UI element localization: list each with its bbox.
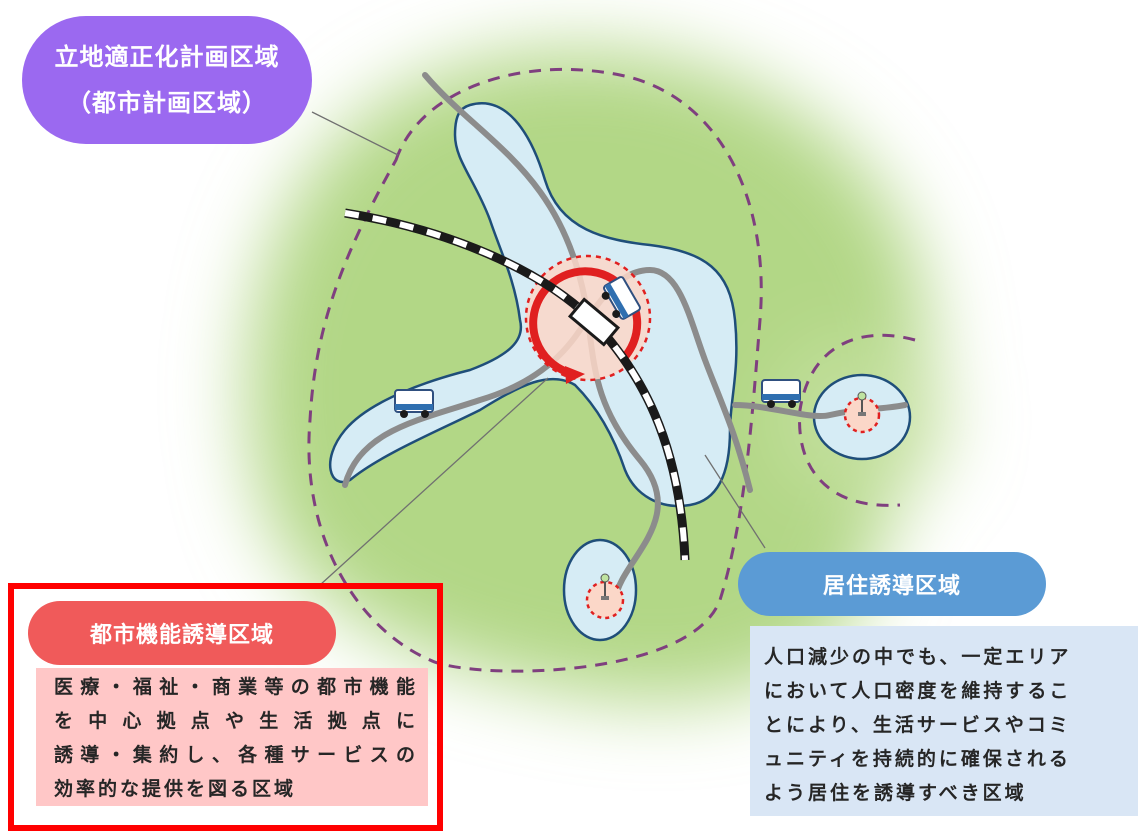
bus-stop-icon — [857, 391, 867, 416]
planning-area-boundary — [307, 67, 763, 673]
residential-desc-line: ュニティを持続的に確保される — [764, 748, 1071, 770]
residential-area-description: 人口減少の中でも、一定エリア において人口密度を維持するこ とにより、生活サービ… — [750, 626, 1138, 816]
urban-desc-line: 医療・福祉・商業等の都市機能 — [54, 676, 418, 698]
urban-desc-line: 誘導・集約し、各種サービスの — [54, 744, 418, 766]
bus-icon-3 — [601, 276, 641, 320]
bus-icon-2 — [761, 379, 801, 408]
station-icon — [567, 297, 621, 347]
residential-desc-line: において人口密度を維持するこ — [764, 680, 1072, 702]
neighbor-boundary — [798, 333, 916, 507]
planning-area-title: 立地適正化計画区域 — [54, 43, 280, 71]
highlight-frame — [8, 583, 443, 831]
urban-function-area-title: 都市機能誘導区域 — [89, 623, 274, 648]
urban-function-area-label: 都市機能誘導区域 — [28, 601, 336, 665]
residential-area-label: 居住誘導区域 — [738, 552, 1046, 616]
residential-desc-line: よう居住を誘導すべき区域 — [764, 782, 1027, 804]
bus-stop-icon-2 — [600, 573, 610, 600]
residential-desc-line: 人口減少の中でも、一定エリア — [764, 646, 1072, 668]
urban-desc-line: を中心拠点や生活拠点に — [54, 710, 418, 732]
planning-area-label: 立地適正化計画区域 （都市計画区域） — [22, 16, 312, 144]
urban-desc-line: 効率的な提供を図る区域 — [54, 778, 297, 800]
leader-lines — [311, 111, 766, 586]
planning-area-subtitle: （都市計画区域） — [67, 89, 267, 117]
urban-function-area-description: 医療・福祉・商業等の都市機能 を中心拠点や生活拠点に 誘導・集約し、各種サービス… — [36, 668, 428, 806]
residential-area-title: 居住誘導区域 — [822, 574, 961, 599]
residential-desc-line: とにより、生活サービスやコミ — [764, 714, 1071, 736]
bus-icon — [394, 389, 434, 418]
